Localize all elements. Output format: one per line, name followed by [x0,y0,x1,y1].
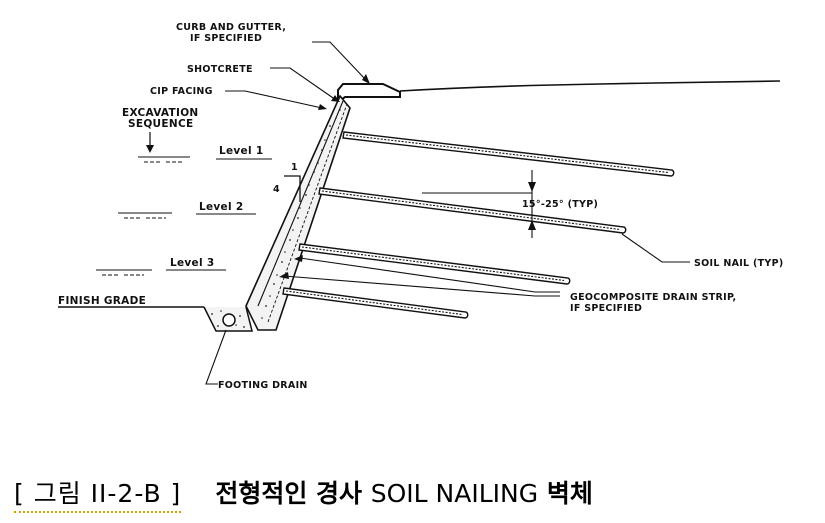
shotcrete-label: SHOTCRETE [187,64,253,75]
figure-caption: [ 그림 II-2-B ] 전형적인 경사 SOIL NAILING 벽체 [14,474,593,513]
soil-nail-label: SOIL NAIL (TYP) [694,258,784,269]
drain-strip-label-line1: GEOCOMPOSITE DRAIN STRIP, [570,292,736,303]
excavation-arrow-head [146,145,154,153]
curb-leader [312,41,367,81]
soil-nail-1 [342,131,675,177]
drain-leader-lower [283,275,560,297]
level1-label: Level 1 [219,145,263,157]
level3-label: Level 3 [170,257,214,269]
soil-nail-3 [298,243,571,285]
slope-rise-label: 4 [273,184,280,195]
figure-title-korean-post: 벽체 [546,479,593,508]
soil-nail-wall-diagram: CURB AND GUTTER, IF SPECIFIED SHOTCRETE … [58,22,784,391]
figure-number: [ 그림 II-2-B ] [14,474,182,513]
drain-leader-arrow-2 [279,272,289,279]
drain-leader-upper [299,257,560,293]
shotcrete-leader-arrow [331,95,340,102]
soil-nails [282,131,675,319]
drain-strip-line [267,103,348,323]
drain-strip-label-line2: IF SPECIFIED [570,303,642,314]
leader-lines [205,41,690,385]
finish-grade-label: FINISH GRADE [58,295,146,307]
slope-run-label: 1 [291,162,298,173]
footing-drain-pipe [222,313,236,327]
curb-leader-arrow [362,74,370,84]
shotcrete-leader [270,67,337,101]
angle-arrow-top [528,182,536,192]
cip-leader-arrow [318,104,327,110]
ground-surface-line [399,80,781,92]
figure-title-english: SOIL NAILING [370,479,539,508]
slope-ratio-symbol [284,175,301,202]
soil-nail-4 [282,287,469,319]
shotcrete-layer-line [257,100,344,307]
curb-and-gutter [337,83,401,104]
trench-texture [211,310,245,328]
drain-leader-arrow [294,255,303,262]
cip-facing-leader [225,90,323,109]
excavation-label-line2: SEQUENCE [128,118,193,130]
footing-drain-leader [205,329,227,385]
curb-label-line1: CURB AND GUTTER, [176,22,286,33]
excavation-level-marks [96,156,190,276]
soil-nail-leader [621,233,690,263]
cip-facing-label: CIP FACING [150,86,213,97]
angle-arrow-bottom [528,220,536,230]
excavation-label-line1: EXCAVATION [122,107,199,119]
facing-texture [261,109,341,319]
curb-label-line2: IF SPECIFIED [190,33,262,44]
level2-label: Level 2 [199,201,243,213]
soil-nail-2 [318,187,627,234]
figure-title-korean-pre: 전형적인 경사 [215,479,363,508]
footing-drain-label: FOOTING DRAIN [218,380,308,391]
angle-label: 15°-25° (TYP) [522,199,598,210]
figure-title: 전형적인 경사 SOIL NAILING 벽체 [215,474,593,510]
